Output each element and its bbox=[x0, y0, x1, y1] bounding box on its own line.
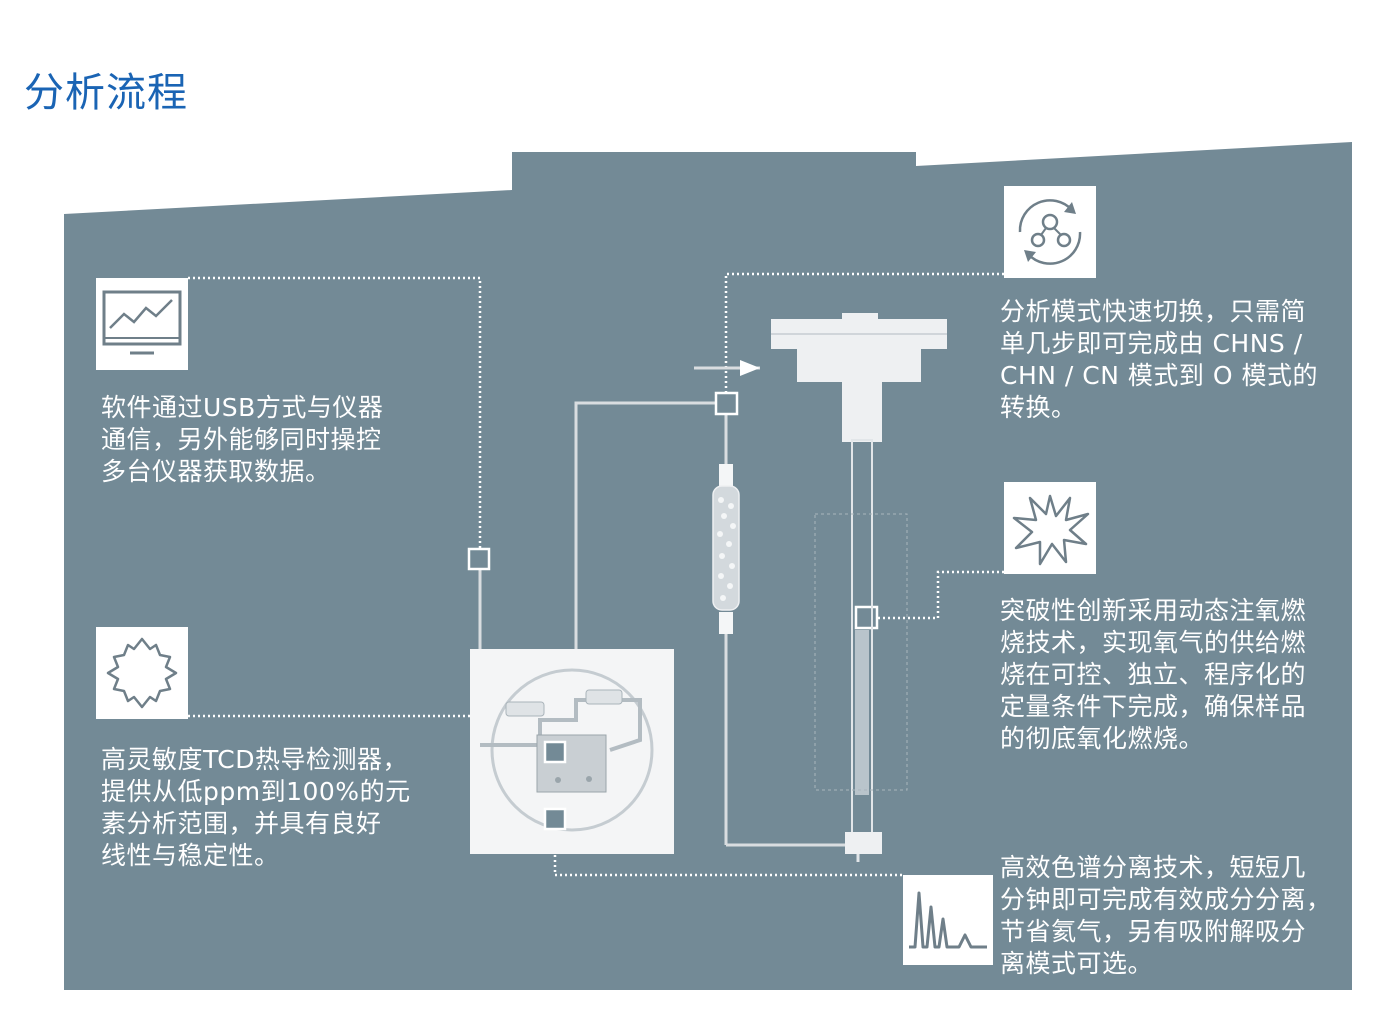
software-icon-box bbox=[96, 278, 188, 370]
reactor-head bbox=[771, 313, 947, 442]
tcd-sensor-icon bbox=[106, 637, 178, 709]
mode-icon-box bbox=[1004, 186, 1096, 278]
combustion-description: 突破性创新采用动态注氧燃 烧技术，实现氧气的供给燃 烧在可控、独立、程序化的 定… bbox=[1000, 596, 1307, 753]
chromatography-description: 高效色谱分离技术，短短几 分钟即可完成有效成分分离， 节省氦气，另有吸附解吸分 … bbox=[1000, 853, 1332, 978]
gas-inlet-arrow-icon bbox=[740, 360, 760, 376]
junction-square-combustion bbox=[854, 605, 879, 630]
combustion-icon-box bbox=[1004, 482, 1096, 574]
junction-square-mode bbox=[714, 391, 739, 416]
tcd-description: 高灵敏度TCD热导检测器， 提供从低ppm到100%的元 素分析范围，并具有良好… bbox=[101, 745, 411, 870]
separation-column bbox=[712, 464, 740, 634]
page-title: 分析流程 bbox=[24, 70, 188, 116]
chromatogram-peaks-icon bbox=[909, 891, 987, 949]
explosion-icon bbox=[1012, 494, 1090, 566]
tcd-detector bbox=[470, 649, 674, 854]
combustion-tube bbox=[814, 439, 908, 862]
cycle-switch-icon bbox=[1018, 199, 1082, 265]
junction-square-software bbox=[467, 547, 491, 571]
chromatography-icon-box bbox=[903, 875, 993, 965]
software-description: 软件通过USB方式与仪器 通信，另外能够同时操控 多台仪器获取数据。 bbox=[101, 393, 384, 486]
mode-description: 分析模式快速切换，只需简 单几步即可完成由 CHNS / CHN / CN 模式… bbox=[1000, 297, 1318, 422]
monitor-chart-icon bbox=[102, 290, 182, 355]
diagram-panel bbox=[64, 142, 1352, 990]
tcd-icon-box bbox=[96, 627, 188, 719]
